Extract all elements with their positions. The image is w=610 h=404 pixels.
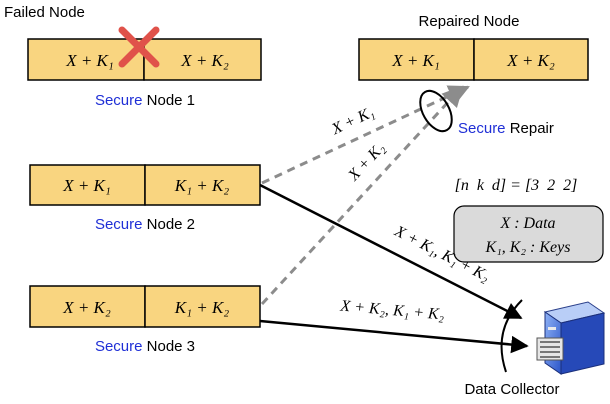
node1-label-secure: Secure [95,92,143,109]
collect-arrow-from-node2 [259,183,523,320]
repair-arrow-from-node2 [261,85,470,185]
repaired-cell-2 [473,38,589,81]
node3-label-rest: Node 3 [142,338,195,355]
node3-cell-2 [144,285,261,328]
node1-label-rest: Node 1 [142,92,195,109]
failure-cross-icon [118,26,160,68]
repaired-cell-2-text: X + K₂ [506,51,555,70]
data-collector-caption: Data Collector [464,381,559,398]
node2-label-rest: Node 2 [142,216,195,233]
node1-label: Secure Node 1 [95,92,195,109]
node3-label: Secure Node 3 [95,338,195,355]
node2-cell-2-text: K₁ + K₂ [174,176,230,195]
secure-repair-ellipse [419,89,453,133]
secure-repair-secure: Secure [458,120,506,137]
node2-label-secure: Secure [95,216,143,233]
node3-cell-2-text: K₁ + K₂ [174,298,230,317]
repaired-node: X + K₁ X + K₂ [358,38,589,81]
secure-repair-label: Secure Repair [458,120,554,137]
node3-cell-1-text: X + K₂ [62,298,111,317]
repaired-cell-1-text: X + K₁ [391,51,440,70]
repaired-node-caption: Repaired Node [419,13,520,30]
legend-line-1: X : Data [499,215,555,232]
secure-node-2: X + K₁ K₁ + K₂ [29,164,261,206]
collect-label-node3: X + K₂, K₁ + K₂ [339,297,446,323]
node1-cell-2-text: X + K₂ [180,51,229,70]
file-cabinet-icon [536,301,606,375]
node3-label-secure: Secure [95,338,143,355]
node1-cell-2 [143,38,262,81]
failed-node-caption: Failed Node [4,4,85,21]
node2-label: Secure Node 2 [95,216,195,233]
parameters-text: [n k d] = [3 2 2] [455,177,578,194]
secure-node-3: X + K₂ K₁ + K₂ [29,285,261,328]
collect-arrow-from-node3 [259,319,529,354]
legend-line-2: K₁, K₂ : Keys [485,239,571,256]
secure-repair-rest: Repair [506,120,554,137]
legend-box [453,205,604,263]
collector-arc [500,299,523,373]
node1-cell-1-text: X + K₁ [65,51,114,70]
repair-label-node3: X + K₂ [345,139,389,184]
node2-cell-1-text: X + K₁ [62,176,111,195]
